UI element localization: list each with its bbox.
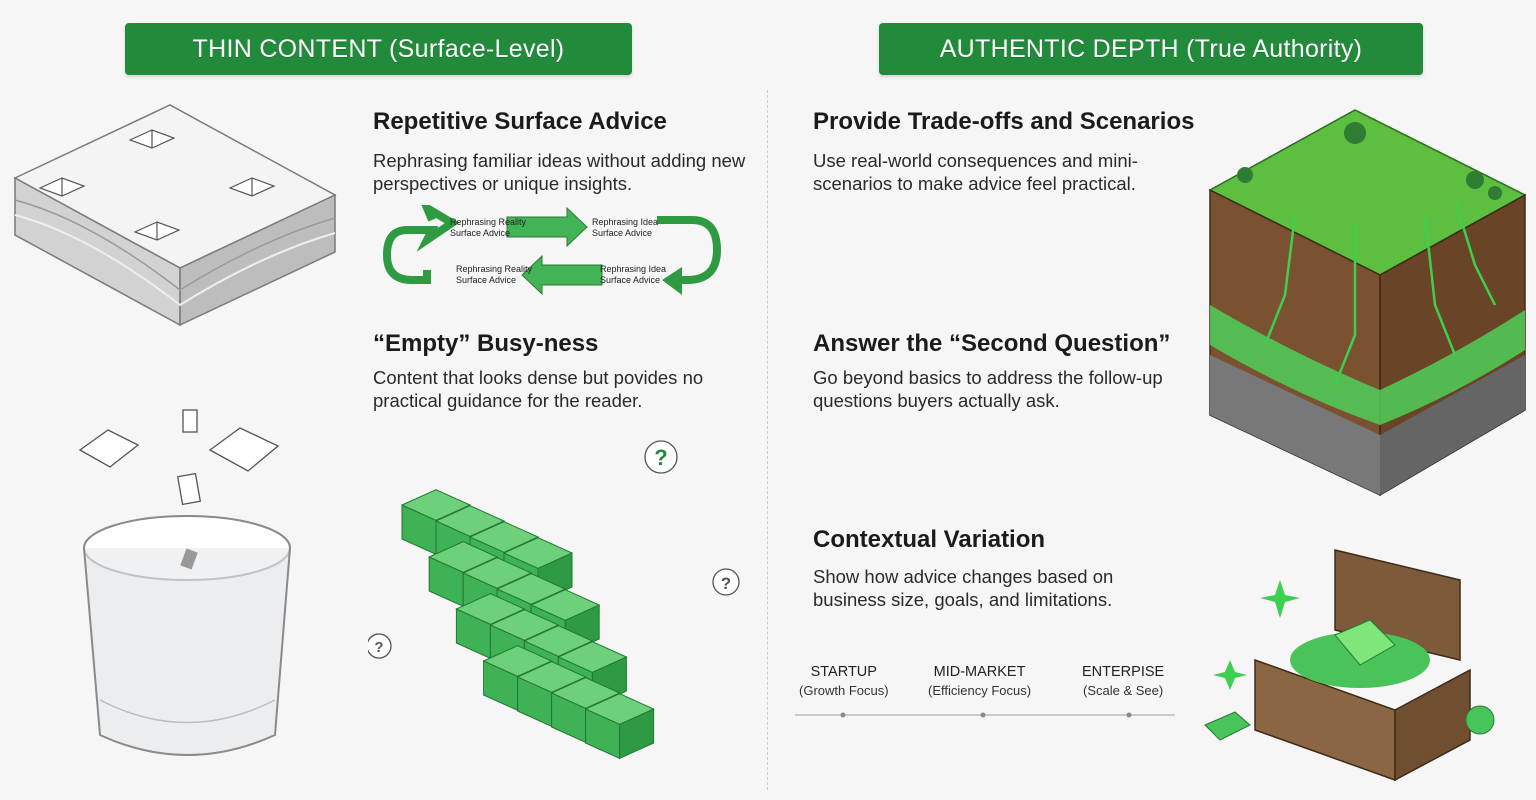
cube-top — [557, 641, 628, 673]
cycle-label-3-line1: Rephrasing Reality — [456, 264, 533, 274]
cycle-label-2-line2: Surface Advice — [592, 228, 652, 238]
cube-top — [495, 573, 567, 605]
cycle-label-1-line1: Rephrasing Reality — [450, 217, 527, 227]
cube-top — [529, 589, 601, 621]
treasure-chest-icon — [1204, 549, 1495, 782]
cube-top — [427, 541, 499, 573]
cube-top — [489, 609, 560, 641]
cycle-arrows-icon: Rephrasing Reality Surface Advice Rephra… — [382, 205, 722, 296]
empty-glass-icon — [78, 409, 291, 756]
cube-top — [400, 489, 472, 521]
soil-cross-section-icon — [1208, 109, 1527, 497]
cube-top — [523, 625, 594, 657]
cycle-label-4-line2: Surface Advice — [600, 275, 660, 285]
question-mark-1: ? — [654, 445, 667, 470]
cycle-label-4-line1: Rephrasing Idea — [600, 264, 666, 274]
right-section-2-title: Answer the “Second Question” — [813, 330, 1171, 357]
right-section-3-title: Contextual Variation — [813, 526, 1046, 553]
question-mark-3: ? — [374, 639, 383, 656]
timeline-enterprise: ENTERPISE (Scale & See) — [1082, 664, 1165, 698]
cube-top — [461, 557, 533, 589]
question-mark-2: ? — [721, 574, 731, 593]
book-slab-icon — [13, 104, 337, 327]
left-banner: THIN CONTENT (Surface-Level) — [125, 23, 632, 75]
cube-top — [550, 677, 621, 709]
cube-top — [584, 693, 655, 725]
right-section-1-body: Use real-world consequences and mini-sce… — [813, 150, 1138, 194]
left-section-2-body: Content that looks dense but povides no … — [373, 367, 704, 411]
left-section-2-title: “Empty” Busy-ness — [373, 330, 599, 357]
cycle-label-3-line2: Surface Advice — [456, 275, 516, 285]
right-section-3-body: Show how advice changes based on busines… — [813, 566, 1114, 610]
center-divider — [767, 90, 768, 790]
right-section-1-title: Provide Trade-offs and Scenarios — [813, 108, 1195, 135]
left-section-1-title: Repetitive Surface Advice — [373, 108, 667, 135]
timeline-mid-market: MID-MARKET (Efficiency Focus) — [928, 664, 1032, 698]
left-section-1-body: Rephrasing familiar ideas without adding… — [373, 150, 746, 194]
right-banner: AUTHENTIC DEPTH (True Authority) — [879, 23, 1423, 75]
green-cubes-icon: ? ? ? — [368, 440, 740, 760]
cube-top — [516, 661, 587, 693]
cube-top — [482, 645, 553, 677]
cube-top — [502, 537, 574, 569]
cube-top — [434, 505, 506, 537]
timeline-startup: STARTUP (Growth Focus) — [799, 664, 889, 698]
timeline-line — [795, 712, 1175, 718]
cycle-label-2-line1: Rephrasing Idea — [592, 217, 658, 227]
right-section-2-body: Go beyond basics to address the follow-u… — [813, 367, 1163, 411]
cube-top — [468, 521, 540, 553]
cycle-label-1-line2: Surface Advice — [450, 228, 510, 238]
cube-top — [455, 593, 526, 625]
